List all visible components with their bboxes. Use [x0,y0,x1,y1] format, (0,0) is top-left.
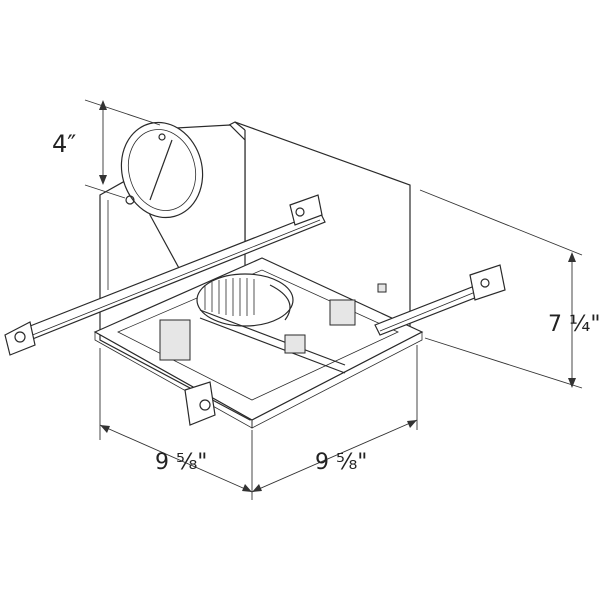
width-right-label: 9 ⁵⁄₈" [315,450,368,475]
blower-wheel [196,273,294,327]
interior-brackets [159,299,356,374]
duct-collar [120,121,246,271]
bottom-bracket [184,381,216,426]
height-label: 7 ¼" [548,312,600,337]
hanger-bar-left [4,194,326,356]
electrical-box-knockout [377,283,387,293]
hanger-bar-right [374,264,506,336]
width-left-label: 9 ⁵⁄₈" [155,450,208,475]
duct-diameter-label: 4″ [52,130,77,158]
width-dimension-lines [99,345,418,500]
duct-dimension-line [84,99,161,199]
height-dimension-line [419,189,583,389]
